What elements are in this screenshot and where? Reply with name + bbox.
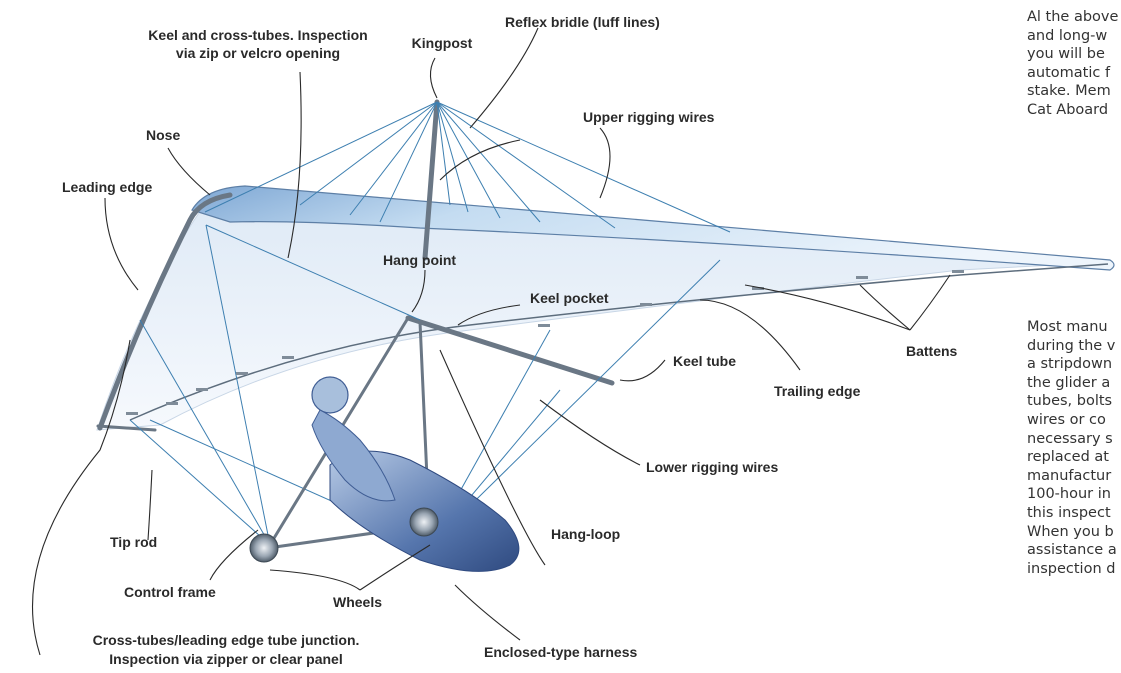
text-line: Al the above xyxy=(1027,8,1121,27)
label-battens: Battens xyxy=(906,343,958,359)
sail-underside xyxy=(97,205,1110,430)
label-keel-cross-tubes-line2: via zip or velcro opening xyxy=(176,45,340,61)
label-trailing-edge: Trailing edge xyxy=(774,383,861,399)
text-line: this inspect xyxy=(1027,504,1121,523)
label-reflex-bridle: Reflex bridle (luff lines) xyxy=(505,14,660,30)
label-junction-line1: Cross-tubes/leading edge tube junction. xyxy=(93,632,360,648)
text-line: wires or co xyxy=(1027,411,1121,430)
text-line: replaced at xyxy=(1027,448,1121,467)
text-line: assistance a xyxy=(1027,541,1121,560)
label-enclosed-harness: Enclosed-type harness xyxy=(484,644,637,660)
text-line: Most manu xyxy=(1027,318,1121,337)
label-keel-pocket: Keel pocket xyxy=(530,290,609,306)
text-line: 100-hour in xyxy=(1027,485,1121,504)
right-wheel xyxy=(410,508,438,536)
text-line: and long-w xyxy=(1027,27,1121,46)
text-line: tubes, bolts xyxy=(1027,392,1121,411)
label-kingpost: Kingpost xyxy=(412,35,473,51)
label-wheels: Wheels xyxy=(333,594,382,610)
label-hang-point: Hang point xyxy=(383,252,456,268)
side-paragraph-2: Most manu during the v a stripdown the g… xyxy=(1027,318,1121,673)
text-line: manufactur xyxy=(1027,467,1121,486)
label-upper-rigging-wires: Upper rigging wires xyxy=(583,109,715,125)
text-line: inspection d xyxy=(1027,560,1121,579)
side-paragraph-1: Al the above and long-w you will be auto… xyxy=(1027,8,1121,120)
text-line: stake. Mem xyxy=(1027,82,1121,101)
text-line: Cat Aboard xyxy=(1027,101,1121,120)
text-line: automatic f xyxy=(1027,64,1121,83)
label-keel-tube: Keel tube xyxy=(673,353,736,369)
text-line: you will be xyxy=(1027,45,1121,64)
text-line: during the v xyxy=(1027,337,1121,356)
label-control-frame: Control frame xyxy=(124,584,216,600)
left-wheel xyxy=(250,534,278,562)
text-line: the glider a xyxy=(1027,374,1121,393)
text-line: When you b xyxy=(1027,523,1121,542)
label-hang-loop: Hang-loop xyxy=(551,526,620,542)
text-line: necessary s xyxy=(1027,430,1121,449)
label-tip-rod: Tip rod xyxy=(110,534,157,550)
label-leading-edge: Leading edge xyxy=(62,179,152,195)
text-line: a stripdown xyxy=(1027,355,1121,374)
keel-tube-shape xyxy=(408,318,612,383)
label-lower-rigging-wires: Lower rigging wires xyxy=(646,459,778,475)
label-nose: Nose xyxy=(146,127,180,143)
pilot-helmet xyxy=(312,377,348,413)
label-junction-line2: Inspection via zipper or clear panel xyxy=(109,651,342,667)
label-keel-cross-tubes-line1: Keel and cross-tubes. Inspection xyxy=(148,27,367,43)
